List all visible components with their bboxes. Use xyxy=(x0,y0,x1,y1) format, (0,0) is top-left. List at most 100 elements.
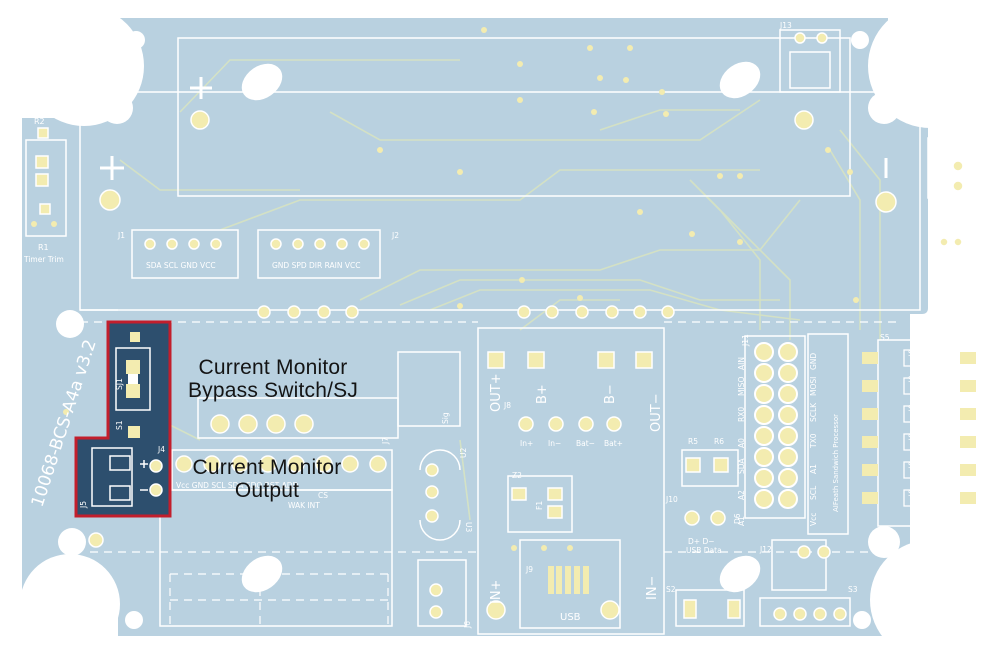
j11-pin-label: GND xyxy=(809,353,818,370)
header-pad xyxy=(754,426,774,446)
out-plus-label: OUT+ xyxy=(489,373,504,412)
header-pad xyxy=(754,468,774,488)
ref-j5: J5 xyxy=(79,501,88,509)
ref-sj3: SJ3 xyxy=(908,375,920,384)
j11-pin-label: A0 xyxy=(737,438,746,448)
usb-d-label: D+ D− xyxy=(688,537,715,546)
sj-pad xyxy=(862,464,878,476)
wak-int-label: WAK INT xyxy=(288,501,320,510)
ref-z2: Z2 xyxy=(512,471,522,480)
ref-r5: R5 xyxy=(688,437,698,446)
mounting-holes xyxy=(56,31,950,629)
ref-r2: R2 xyxy=(34,117,45,126)
row-pin-labels: Vcc GND SCL SDA SDO RST ADD xyxy=(176,481,298,490)
header-pad xyxy=(778,384,798,404)
header-pad xyxy=(778,342,798,362)
highlight-internals xyxy=(91,332,163,507)
ref-sj2: SJ2 xyxy=(908,349,920,358)
j11-pin-label: RX0 xyxy=(737,407,746,422)
header-pad xyxy=(778,489,798,509)
out-minus-label: OUT− xyxy=(649,393,664,432)
sj-pad xyxy=(862,436,878,448)
header-pad xyxy=(778,426,798,446)
ref-j9: J9 xyxy=(525,565,533,574)
ref-r1: R1 xyxy=(38,243,49,252)
bypass-switch-callout: Current Monitor Bypass Switch/SJ xyxy=(176,356,370,402)
silkscreen-outlines xyxy=(25,29,981,635)
j11-pin-label: MISO xyxy=(737,377,746,396)
header-pad xyxy=(778,468,798,488)
usb-data-label: USB Data xyxy=(686,546,722,555)
ref-sj7: SJ7 xyxy=(908,489,920,498)
sj-outline xyxy=(903,377,951,395)
bat-minus-label: Bat− xyxy=(576,439,595,448)
bat-plus-label: Bat+ xyxy=(604,439,623,448)
ref-s1: S1 xyxy=(115,420,124,430)
copper-traces xyxy=(119,59,881,521)
sj-pad xyxy=(960,352,976,364)
in-minus-label: IN− xyxy=(645,576,660,600)
j11-pin-label: A1 xyxy=(737,516,746,526)
ref-s2: S2 xyxy=(666,585,676,594)
in-plus-label: IN+ xyxy=(489,580,504,604)
pads xyxy=(88,32,964,621)
header-pad xyxy=(778,363,798,383)
ref-j13: J13 xyxy=(779,21,792,30)
solder-jumpers xyxy=(862,349,976,507)
sig-label: Sig xyxy=(441,412,450,424)
output-callout: Current Monitor Output xyxy=(176,456,358,502)
j11-pin-label: A2 xyxy=(737,490,746,500)
ref-sj5: SJ5 xyxy=(908,433,920,442)
j11-pin-label: SDA xyxy=(737,458,746,474)
sj-outline xyxy=(903,405,951,423)
ref-u3: U3 xyxy=(464,522,473,532)
sj-pad xyxy=(960,464,976,476)
ref-sj4: SJ4 xyxy=(908,404,920,413)
in-minus-small-label: In− xyxy=(548,439,561,448)
usb-connector-pads xyxy=(548,566,589,594)
header-pad xyxy=(754,405,774,425)
in-plus-small-label: In+ xyxy=(520,439,533,448)
sj-outline xyxy=(903,461,951,479)
ref-j11: J11 xyxy=(741,334,750,347)
header-pad xyxy=(754,363,774,383)
header-pad xyxy=(778,405,798,425)
ref-sj1: SJ1 xyxy=(115,378,124,390)
bypass-callout-line2: Bypass Switch/SJ xyxy=(187,379,359,402)
j11-pin-label: MOSI xyxy=(809,377,818,396)
j11-pin-label: SCL xyxy=(809,485,818,500)
usb-label: USB xyxy=(560,612,581,623)
sj-pad xyxy=(862,492,878,504)
b-plus-label: B+ xyxy=(535,384,550,404)
header-pad xyxy=(778,447,798,467)
j11-pin-label: Vcc xyxy=(809,513,818,526)
sj-pad xyxy=(862,408,878,420)
ref-j12: J12 xyxy=(759,545,772,554)
ref-j1: J1 xyxy=(117,231,125,240)
ref-j4: J4 xyxy=(157,445,165,454)
header-pad xyxy=(754,489,774,509)
sj-outline xyxy=(903,349,951,367)
j1-pin-labels: SDA SCL GND VCC xyxy=(146,261,216,270)
j11-pin-label: TX0 xyxy=(809,433,818,449)
cs-label: CS xyxy=(318,491,328,500)
j11-labels: AINMISORX0A0SDAA2A1GNDMOSISCLKTX0A1SCLVc… xyxy=(737,353,818,526)
ref-u2: U2 xyxy=(459,448,468,458)
polarity-symbols xyxy=(100,77,888,180)
ref-d6: D6 xyxy=(733,513,742,524)
ref-j7: J7 xyxy=(381,437,390,445)
header-pad xyxy=(754,342,774,362)
output-callout-line1: Current Monitor xyxy=(192,456,342,479)
ref-s3: S3 xyxy=(848,585,858,594)
board-outline xyxy=(22,18,928,636)
timer-trim-label: Timer Trim xyxy=(23,255,64,264)
b-minus-label: B− xyxy=(603,384,618,404)
ref-sj6: SJ6 xyxy=(908,461,920,470)
sj-pad xyxy=(862,352,878,364)
j11-pin-label: SCLK xyxy=(809,402,818,422)
sj-pad xyxy=(862,380,878,392)
sj-outline xyxy=(903,433,951,451)
header-pad xyxy=(754,447,774,467)
ref-j6: J6 xyxy=(463,621,472,629)
